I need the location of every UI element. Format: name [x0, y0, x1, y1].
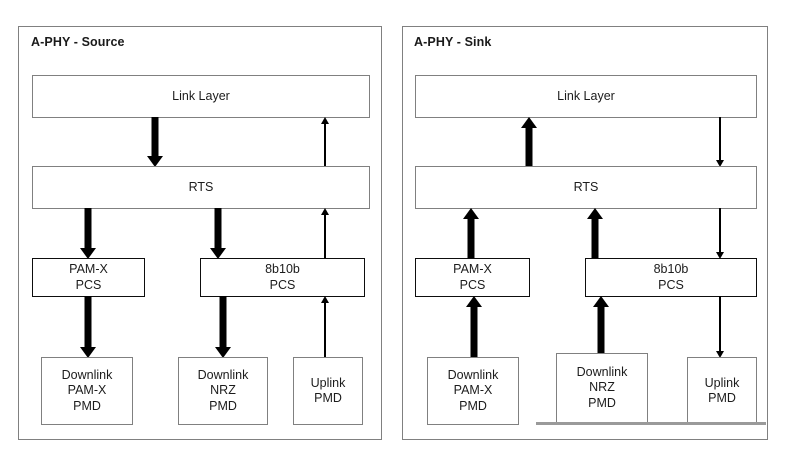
source-rts-label: RTS: [188, 179, 214, 194]
source-arrow-uplink-pmd-to-8b10b-pcs: [317, 296, 333, 358]
source-block-8b10b-pcs: 8b10b PCS: [200, 258, 365, 297]
source-block-uplink-pmd: Uplink PMD: [293, 357, 363, 425]
arrow-shaft: [214, 208, 222, 249]
source-8b10b-pcs-line2: PCS: [269, 277, 296, 292]
render-artifact-line: [536, 422, 766, 425]
sink-downlink-nrz-pmd-line1: Downlink: [576, 365, 628, 380]
sink-block-downlink-nrz-pmd: Downlink NRZ PMD: [556, 353, 648, 423]
sink-block-uplink-pmd: Uplink PMD: [687, 357, 757, 425]
sink-rts-label: RTS: [573, 179, 599, 194]
source-downlink-nrz-pmd-line3: PMD: [209, 398, 237, 413]
arrow-head: [80, 248, 96, 259]
source-link-layer-label: Link Layer: [172, 88, 230, 103]
arrow-shaft: [467, 217, 475, 259]
source-downlink-nrz-pmd-line2: NRZ: [210, 383, 236, 398]
arrow-head: [466, 296, 482, 307]
source-uplink-pmd-line2: PMD: [314, 391, 342, 405]
source-arrow-link-layer-to-rts: [144, 117, 166, 167]
source-downlink-pam-x-pmd-line2: PAM-X: [67, 383, 107, 398]
source-pam-x-pcs-line2: PCS: [75, 277, 102, 292]
sink-link-layer-label: Link Layer: [557, 88, 615, 103]
sink-8b10b-pcs-line2: PCS: [658, 277, 684, 292]
arrow-shaft: [151, 117, 159, 157]
sink-block-8b10b-pcs: 8b10b PCS: [585, 258, 757, 297]
sink-arrow-rts-to-8b10b-pcs: [712, 208, 728, 259]
sink-arrow-rts-to-link-layer: [518, 117, 540, 167]
sink-block-link-layer: Link Layer: [415, 75, 757, 118]
arrow-shaft: [719, 208, 721, 254]
source-arrow-rts-to-link-layer: [317, 117, 333, 167]
arrow-shaft: [470, 305, 478, 358]
source-block-rts: RTS: [32, 166, 370, 209]
arrow-head: [521, 117, 537, 128]
source-arrow-8b10b-pcs-to-rts: [317, 208, 333, 259]
sink-downlink-pam-x-pmd-line3: PMD: [459, 398, 487, 413]
arrow-shaft: [84, 296, 92, 348]
sink-arrow-link-layer-to-rts: [712, 117, 728, 167]
sink-uplink-pmd-line2: PMD: [708, 391, 736, 405]
source-block-downlink-pam-x-pmd: Downlink PAM-X PMD: [41, 357, 133, 425]
sink-arrow-8b10b-pcs-to-rts: [584, 208, 606, 259]
arrow-head: [147, 156, 163, 167]
panel-sink-title: A-PHY - Sink: [414, 35, 492, 49]
panel-source-title: A-PHY - Source: [31, 35, 125, 49]
arrow-head: [587, 208, 603, 219]
arrow-head: [716, 351, 724, 358]
source-downlink-nrz-pmd-line1: Downlink: [197, 368, 249, 383]
sink-arrow-8b10b-pcs-to-uplink-pmd: [712, 296, 728, 358]
arrow-head: [321, 296, 329, 303]
sink-arrow-pam-x-pcs-to-rts: [460, 208, 482, 259]
source-block-downlink-nrz-pmd: Downlink NRZ PMD: [178, 357, 268, 425]
arrow-shaft: [719, 117, 721, 162]
arrow-shaft: [591, 217, 599, 259]
source-downlink-pam-x-pmd-line1: Downlink: [61, 368, 113, 383]
sink-downlink-pam-x-pmd-line2: PAM-X: [453, 383, 493, 398]
arrow-head: [321, 208, 329, 215]
source-pam-x-pcs-line1: PAM-X: [69, 262, 108, 277]
arrow-shaft: [525, 126, 533, 167]
source-uplink-pmd-line1: Uplink: [310, 375, 346, 390]
source-arrow-rts-to-pam-x-pcs: [77, 208, 99, 259]
sink-8b10b-pcs-line1: 8b10b: [653, 262, 689, 277]
source-block-pam-x-pcs: PAM-X PCS: [32, 258, 145, 297]
arrow-head: [321, 117, 329, 124]
source-block-link-layer: Link Layer: [32, 75, 370, 118]
arrow-shaft: [84, 208, 92, 249]
arrow-head: [80, 347, 96, 358]
arrow-head: [593, 296, 609, 307]
source-arrow-8b10b-pcs-to-downlink-nrz-pmd: [212, 296, 234, 358]
sink-pam-x-pcs-line1: PAM-X: [453, 262, 492, 277]
arrow-head: [215, 347, 231, 358]
sink-arrow-downlink-pam-x-pmd-to-pam-x-pcs: [463, 296, 485, 358]
sink-downlink-pam-x-pmd-line1: Downlink: [447, 368, 499, 383]
arrow-shaft: [597, 305, 605, 358]
sink-uplink-pmd-line1: Uplink: [704, 375, 740, 390]
source-downlink-pam-x-pmd-line3: PMD: [73, 398, 101, 413]
arrow-shaft: [219, 296, 227, 348]
sink-block-pam-x-pcs: PAM-X PCS: [415, 258, 530, 297]
sink-block-rts: RTS: [415, 166, 757, 209]
arrow-head: [463, 208, 479, 219]
source-arrow-rts-to-8b10b-pcs: [207, 208, 229, 259]
sink-block-downlink-pam-x-pmd: Downlink PAM-X PMD: [427, 357, 519, 425]
arrow-shaft: [324, 122, 326, 167]
sink-downlink-nrz-pmd-line2: NRZ: [589, 380, 615, 395]
arrow-shaft: [324, 301, 326, 358]
source-arrow-pam-x-pcs-to-downlink-pam-x-pmd: [77, 296, 99, 358]
arrow-head: [716, 160, 724, 167]
arrow-head: [716, 252, 724, 259]
arrow-head: [210, 248, 226, 259]
sink-arrow-downlink-nrz-pmd-to-8b10b-pcs: [590, 296, 612, 358]
arrow-shaft: [324, 213, 326, 259]
sink-downlink-nrz-pmd-line3: PMD: [588, 395, 616, 410]
sink-pam-x-pcs-line2: PCS: [459, 277, 486, 292]
source-8b10b-pcs-line1: 8b10b: [265, 262, 300, 277]
arrow-shaft: [719, 296, 721, 352]
